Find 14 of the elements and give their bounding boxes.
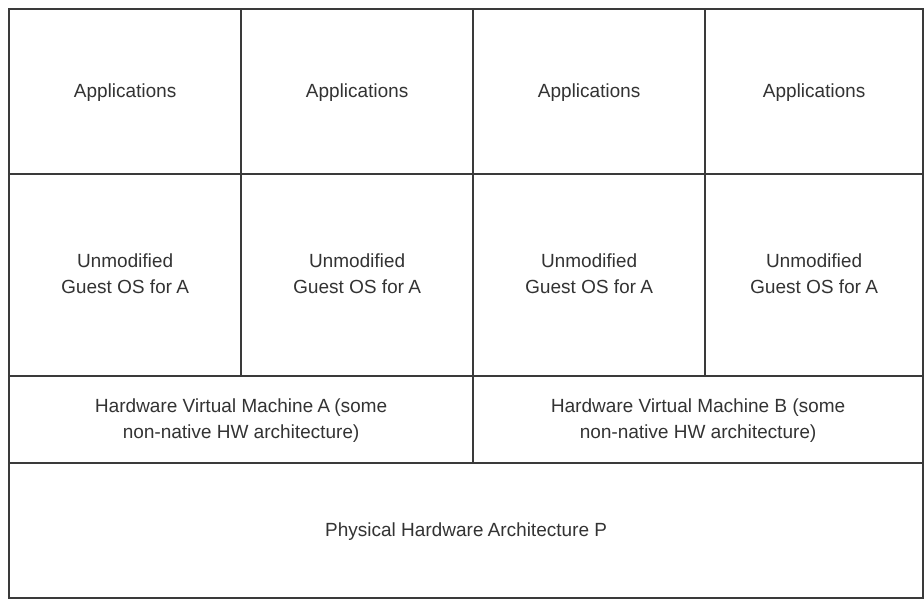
layer-label: Unmodified Guest OS for A <box>60 250 190 300</box>
layer-label: Hardware Virtual Machine B (some non-native HW architecture) <box>550 394 846 444</box>
layer-label: Applications <box>538 80 640 104</box>
layer-box <box>704 8 924 175</box>
layer-label: Unmodified Guest OS for A <box>292 250 422 300</box>
layer-label: Applications <box>762 80 866 104</box>
layer-box <box>8 8 242 175</box>
layer-label: Applications <box>74 80 176 104</box>
layer-label: Physical Hardware Architecture P <box>325 518 607 543</box>
layer-label: Unmodified Guest OS for A <box>749 250 879 300</box>
layer-box <box>8 462 924 599</box>
layer-label: Unmodified Guest OS for A <box>524 250 654 300</box>
layer-label: Applications <box>306 80 408 104</box>
layer-label: Hardware Virtual Machine A (some non-native HW architecture) <box>94 394 388 444</box>
